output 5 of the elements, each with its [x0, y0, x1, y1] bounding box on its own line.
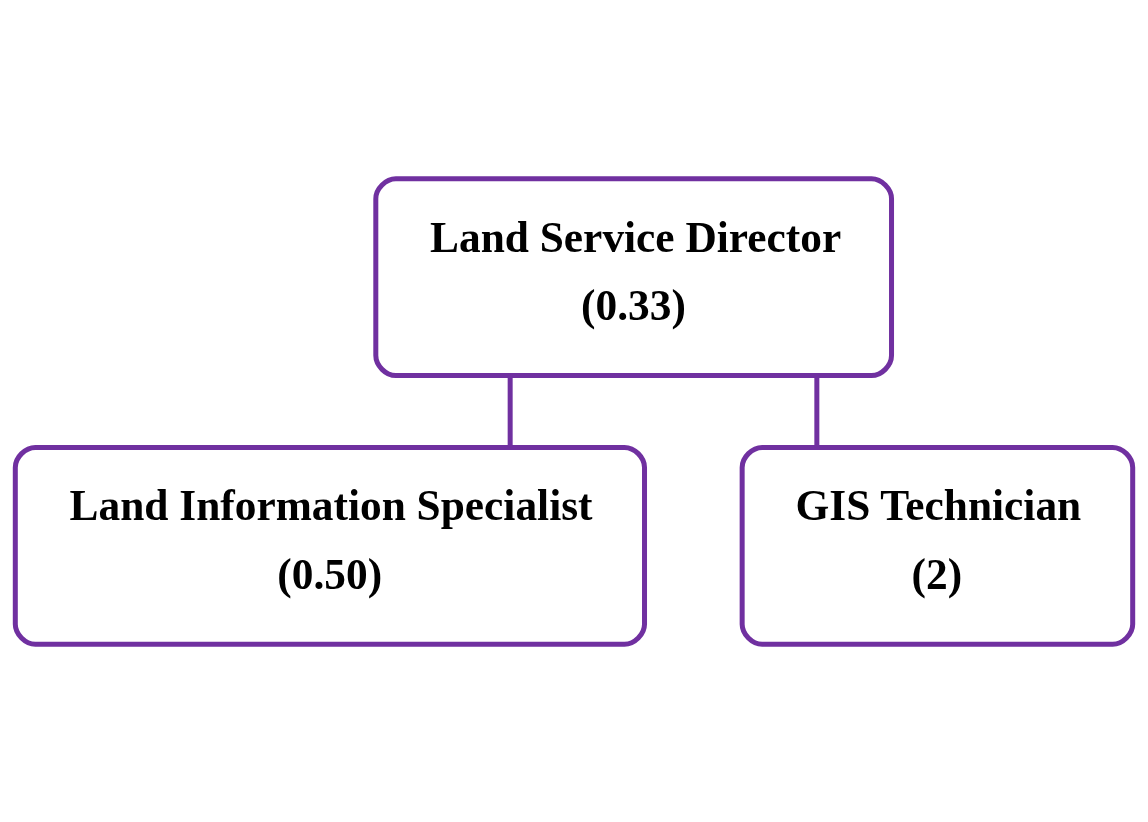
node-box: Land Service Director (0.33)	[373, 175, 895, 378]
connector	[814, 375, 820, 447]
node-box: Land Information Specialist (0.50)	[12, 444, 647, 647]
connector	[507, 375, 513, 447]
node-box: GIS Technician (2)	[739, 444, 1136, 647]
